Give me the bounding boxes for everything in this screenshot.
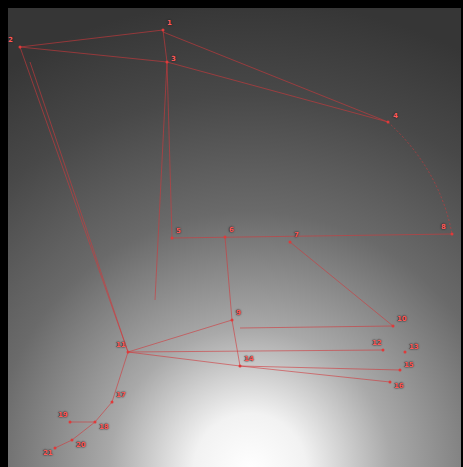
callout-number: 17 <box>116 392 126 399</box>
callout-number: 4 <box>393 113 398 120</box>
callout-number: 11 <box>116 342 126 349</box>
callout-number: 20 <box>76 442 86 449</box>
constellation-lines <box>20 30 452 448</box>
callout-number: 9 <box>236 310 241 317</box>
callout-number: 7 <box>294 232 299 239</box>
callout-number: 14 <box>244 356 254 363</box>
callout-number: 5 <box>176 228 181 235</box>
sky <box>8 8 461 467</box>
callout-number: 2 <box>8 37 13 44</box>
callout-number: 18 <box>99 424 109 431</box>
callout-number: 6 <box>229 227 234 234</box>
callout-number: 10 <box>397 316 407 323</box>
callout-number: 8 <box>441 224 446 231</box>
callout-number: 12 <box>372 340 382 347</box>
callout-number: 21 <box>43 450 53 457</box>
callout-number: 1 <box>167 20 172 27</box>
callout-number: 16 <box>394 383 404 390</box>
callout-number: 19 <box>58 412 68 419</box>
callout-number: 3 <box>171 56 176 63</box>
star-dots <box>19 29 454 450</box>
callout-number: 15 <box>404 362 414 369</box>
callout-number: 13 <box>409 344 419 351</box>
